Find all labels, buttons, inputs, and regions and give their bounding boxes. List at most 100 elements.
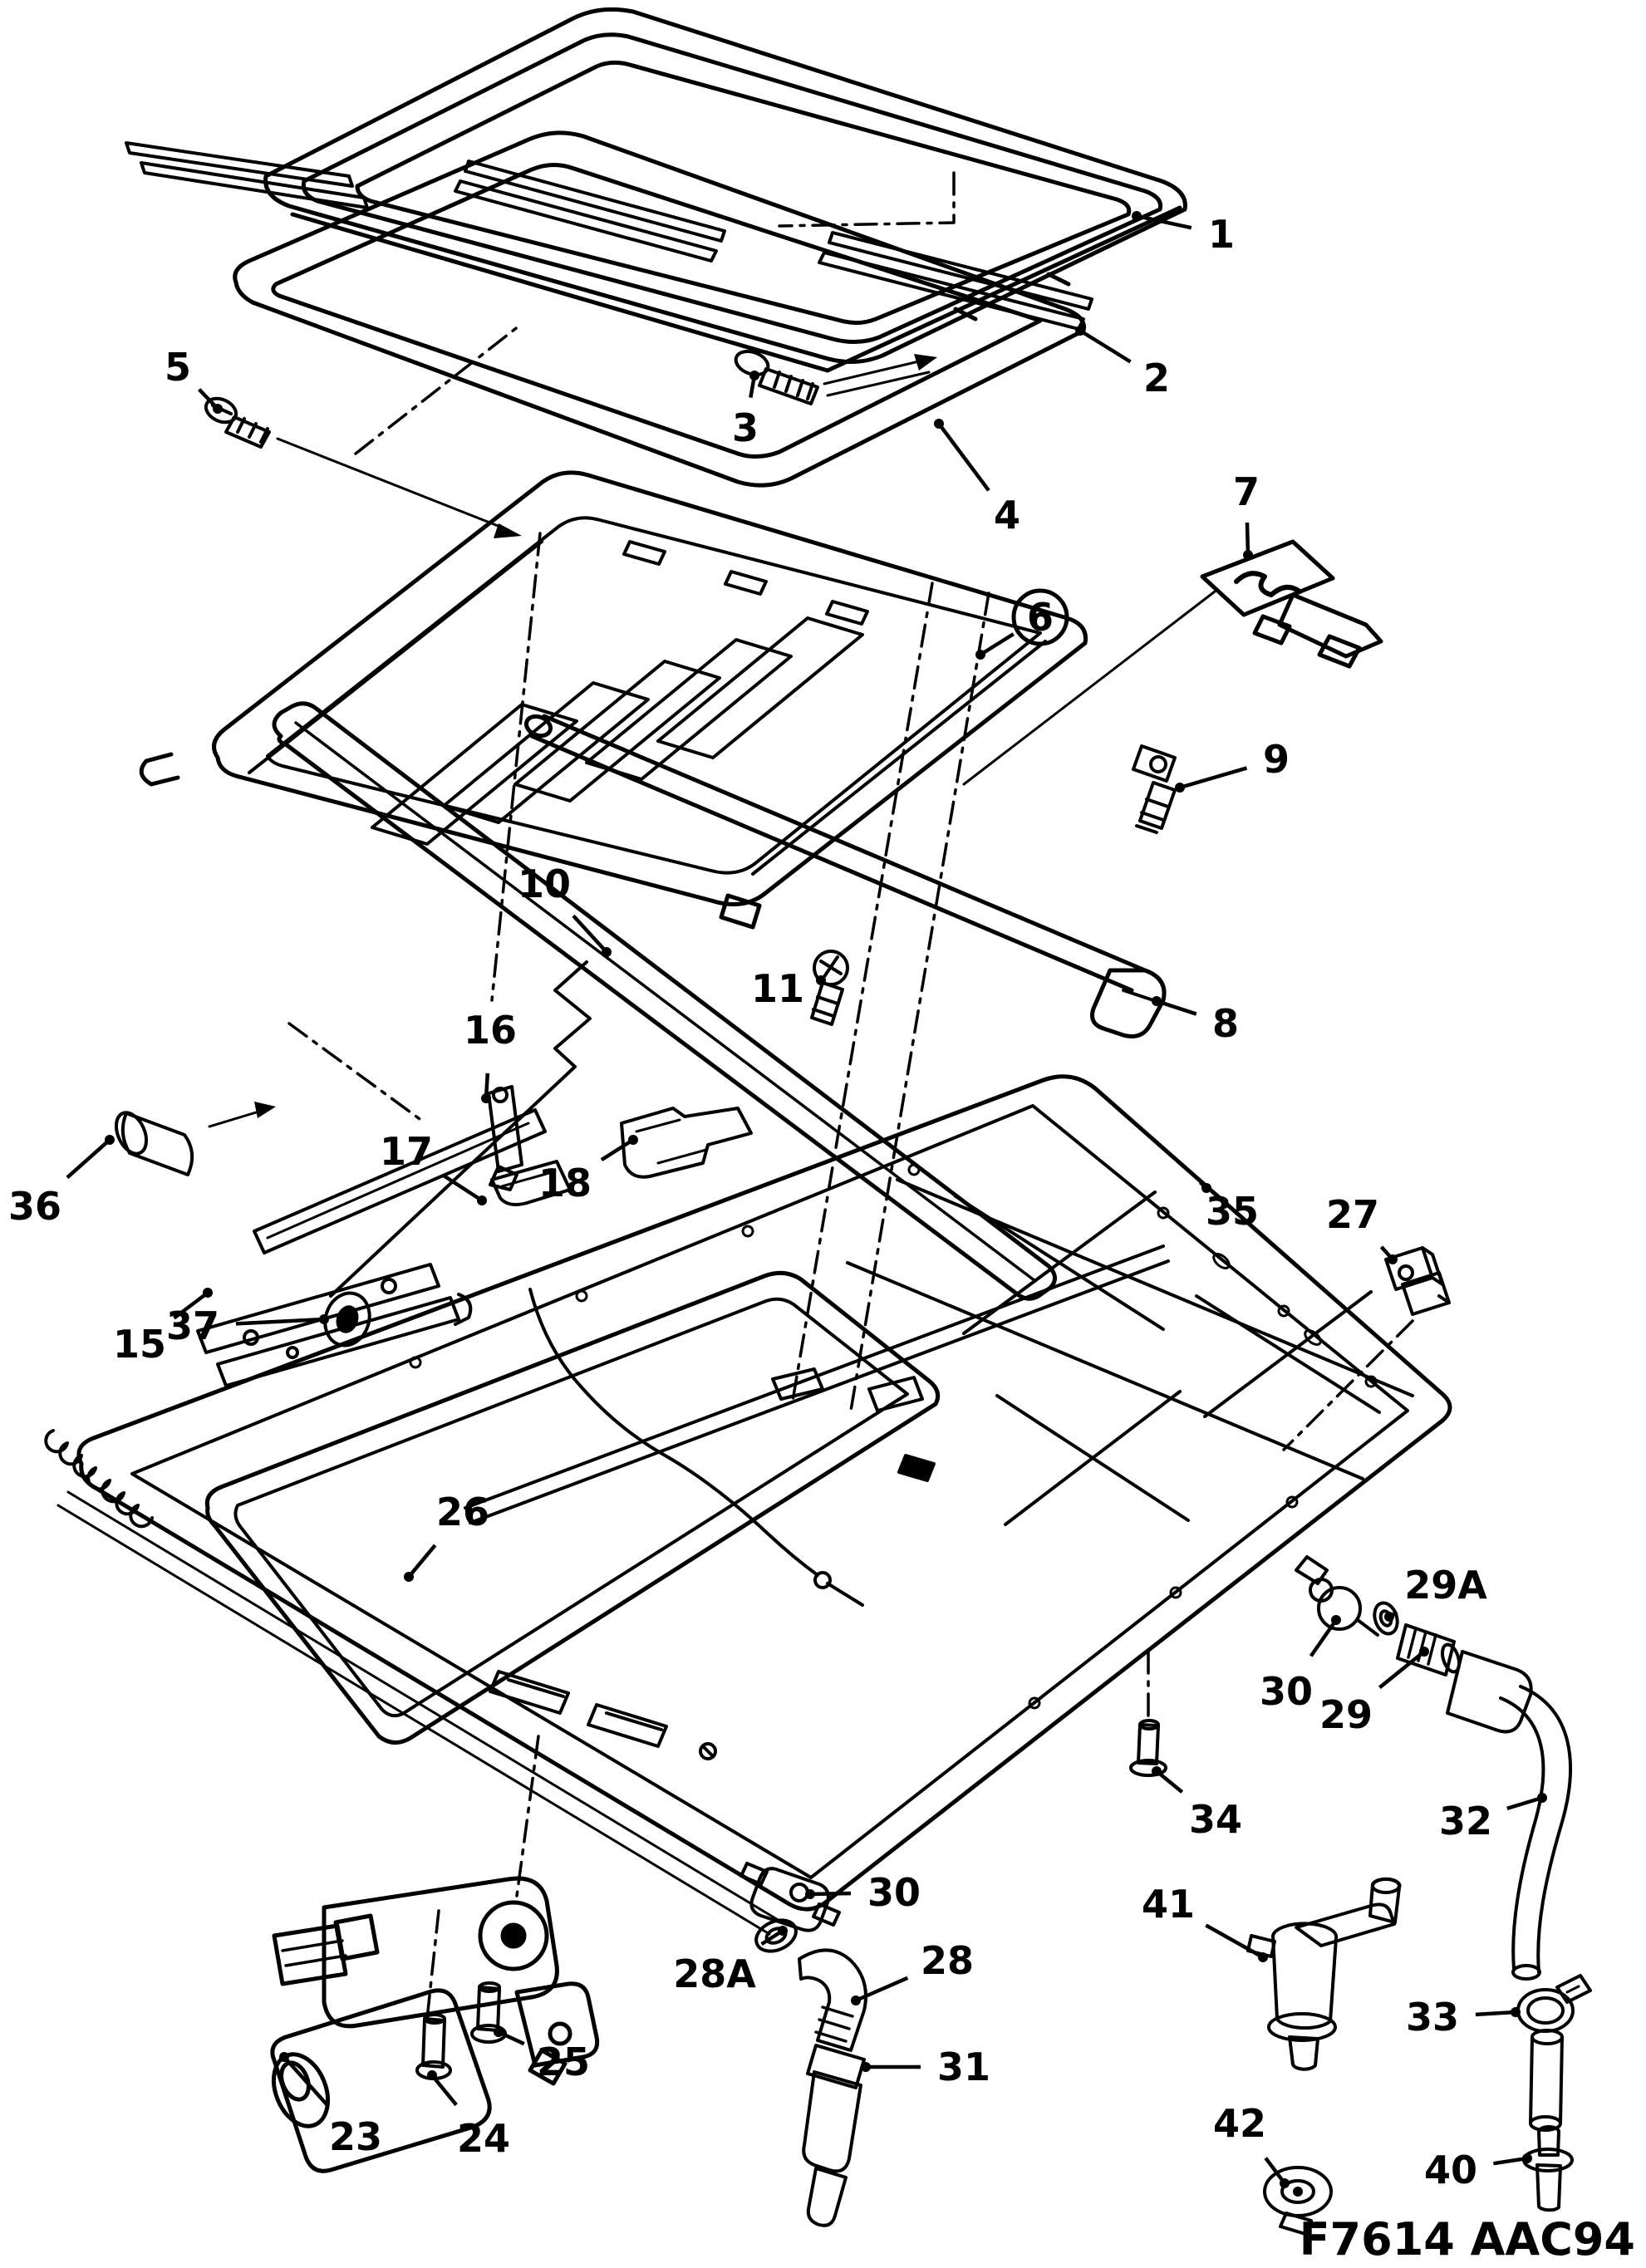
callout-number: 35 xyxy=(1206,1189,1259,1234)
callout-number: 17 xyxy=(380,1129,433,1174)
leader-line xyxy=(1245,522,1250,556)
callout-11-10: 11 xyxy=(751,966,826,1011)
leader-dot xyxy=(1537,1793,1547,1803)
opening-seal-26 xyxy=(204,1270,941,1745)
callout-number: 25 xyxy=(537,2040,590,2084)
leader-line xyxy=(235,1317,325,1326)
leader-dot xyxy=(851,1996,861,2005)
leader-line xyxy=(407,1544,437,1578)
bolt-9 xyxy=(1132,744,1177,834)
leader-line xyxy=(572,914,608,954)
callout-1-0: 1 xyxy=(1132,211,1235,257)
callout-circle xyxy=(1011,588,1069,646)
drain-tube xyxy=(1529,2029,1564,2132)
figure-code: F7614 AAC94 xyxy=(1300,2213,1635,2266)
callout-40-33: 40 xyxy=(1424,2148,1532,2192)
leader-dot xyxy=(1258,1952,1268,1962)
slider-bracket-7 xyxy=(962,539,1383,786)
front-drain-assembly xyxy=(739,1862,867,2227)
callout-3-2: 3 xyxy=(732,371,759,450)
callout-number: 31 xyxy=(937,2045,990,2089)
screw-5 xyxy=(204,396,522,538)
leader-dot xyxy=(1243,550,1253,560)
callout-number: 4 xyxy=(994,493,1020,538)
cable-latch-fittings xyxy=(771,1367,936,1482)
grommet-42 xyxy=(1263,2166,1333,2236)
leader-line xyxy=(1136,214,1192,230)
leader-line xyxy=(1179,766,1248,790)
leader-dot xyxy=(1511,2007,1521,2017)
leader-dot xyxy=(1280,2178,1290,2188)
leader-dot xyxy=(279,2052,289,2062)
callout-8-7: 8 xyxy=(1152,996,1239,1046)
nipple-29 xyxy=(1396,1623,1462,1676)
callout-41-34: 41 xyxy=(1142,1882,1268,1962)
callout-17-13: 17 xyxy=(380,1129,487,1205)
arrow-head-icon xyxy=(254,1102,276,1118)
leader-dot xyxy=(628,1135,638,1145)
leader-dot xyxy=(1132,211,1142,221)
leader-dot xyxy=(319,1314,329,1324)
arrow-head-icon xyxy=(494,523,522,538)
callout-number: 30 xyxy=(1260,1669,1313,1714)
leader-dot xyxy=(1152,1766,1162,1776)
callout-4-3: 4 xyxy=(934,419,1020,538)
callout-number: 23 xyxy=(329,2114,382,2159)
callout-34-29: 34 xyxy=(1152,1766,1242,1842)
front-guide-cluster xyxy=(44,1085,753,1529)
leader-dot xyxy=(404,1572,414,1582)
deflector-strips xyxy=(125,141,369,209)
frame-bolt-holes xyxy=(409,1163,1378,1710)
callout-37-32: 37 xyxy=(166,1303,329,1348)
leader-dot xyxy=(1175,783,1185,793)
callout-number: 7 xyxy=(1233,469,1260,514)
leader-line xyxy=(1156,999,1197,1016)
pivot-pin-36 xyxy=(114,1102,276,1176)
crank-handle-41 xyxy=(1246,1877,1402,2071)
drain-plug-40 xyxy=(1522,2125,1574,2212)
drain-connector-30-rear xyxy=(1295,1555,1379,1637)
frame-cross-braces xyxy=(464,1178,1414,1526)
callout-10-9: 10 xyxy=(518,862,612,957)
callout-29A-23: 29A xyxy=(1384,1563,1487,1622)
leader-line xyxy=(1475,2010,1516,2017)
motor-body xyxy=(270,1988,492,2173)
callout-number: 11 xyxy=(751,966,804,1011)
drain-hose-32 xyxy=(1446,1650,1572,1981)
leader-line xyxy=(1378,1650,1426,1690)
callout-number: 41 xyxy=(1142,1882,1195,1927)
callout-30-25: 30 xyxy=(805,1870,921,1915)
guide-shoes xyxy=(489,1670,717,1760)
callout-42-35: 42 xyxy=(1213,2101,1290,2188)
callout-31-26: 31 xyxy=(861,2045,990,2089)
callout-33-28: 33 xyxy=(1406,1995,1521,2040)
callout-24-16: 24 xyxy=(427,2070,510,2161)
callout-6-5: 6 xyxy=(975,588,1069,660)
callout-number: 27 xyxy=(1326,1192,1379,1237)
arrow-head-icon xyxy=(914,354,937,371)
callout-number: 32 xyxy=(1439,1799,1492,1843)
leader-dot xyxy=(1201,1183,1211,1193)
callout-number: 6 xyxy=(1027,595,1054,640)
callout-number: 30 xyxy=(867,1870,921,1915)
callout-number: 29 xyxy=(1319,1692,1373,1737)
callout-number: 16 xyxy=(464,1008,517,1053)
linkage-wire xyxy=(329,960,592,1298)
sunshade-panel-6 xyxy=(139,470,1088,930)
callout-number: 15 xyxy=(113,1322,166,1367)
leader-line xyxy=(1506,1795,1543,1811)
callout-number: 33 xyxy=(1406,1995,1459,2040)
callout-7-6: 7 xyxy=(1233,469,1260,560)
leader-line xyxy=(600,1138,635,1162)
callout-number: 1 xyxy=(1208,212,1235,257)
hose-clamp-33 xyxy=(1516,1974,1592,2033)
leader-dot xyxy=(427,2070,437,2080)
callout-29-22: 29 xyxy=(1319,1647,1429,1737)
rear-guide-rail-8 xyxy=(523,714,1167,1038)
callout-number: 8 xyxy=(1212,1001,1239,1046)
leader-line xyxy=(1205,1923,1265,1959)
lifter-bar-10 xyxy=(272,701,1057,1301)
callout-number: 26 xyxy=(436,1490,489,1534)
